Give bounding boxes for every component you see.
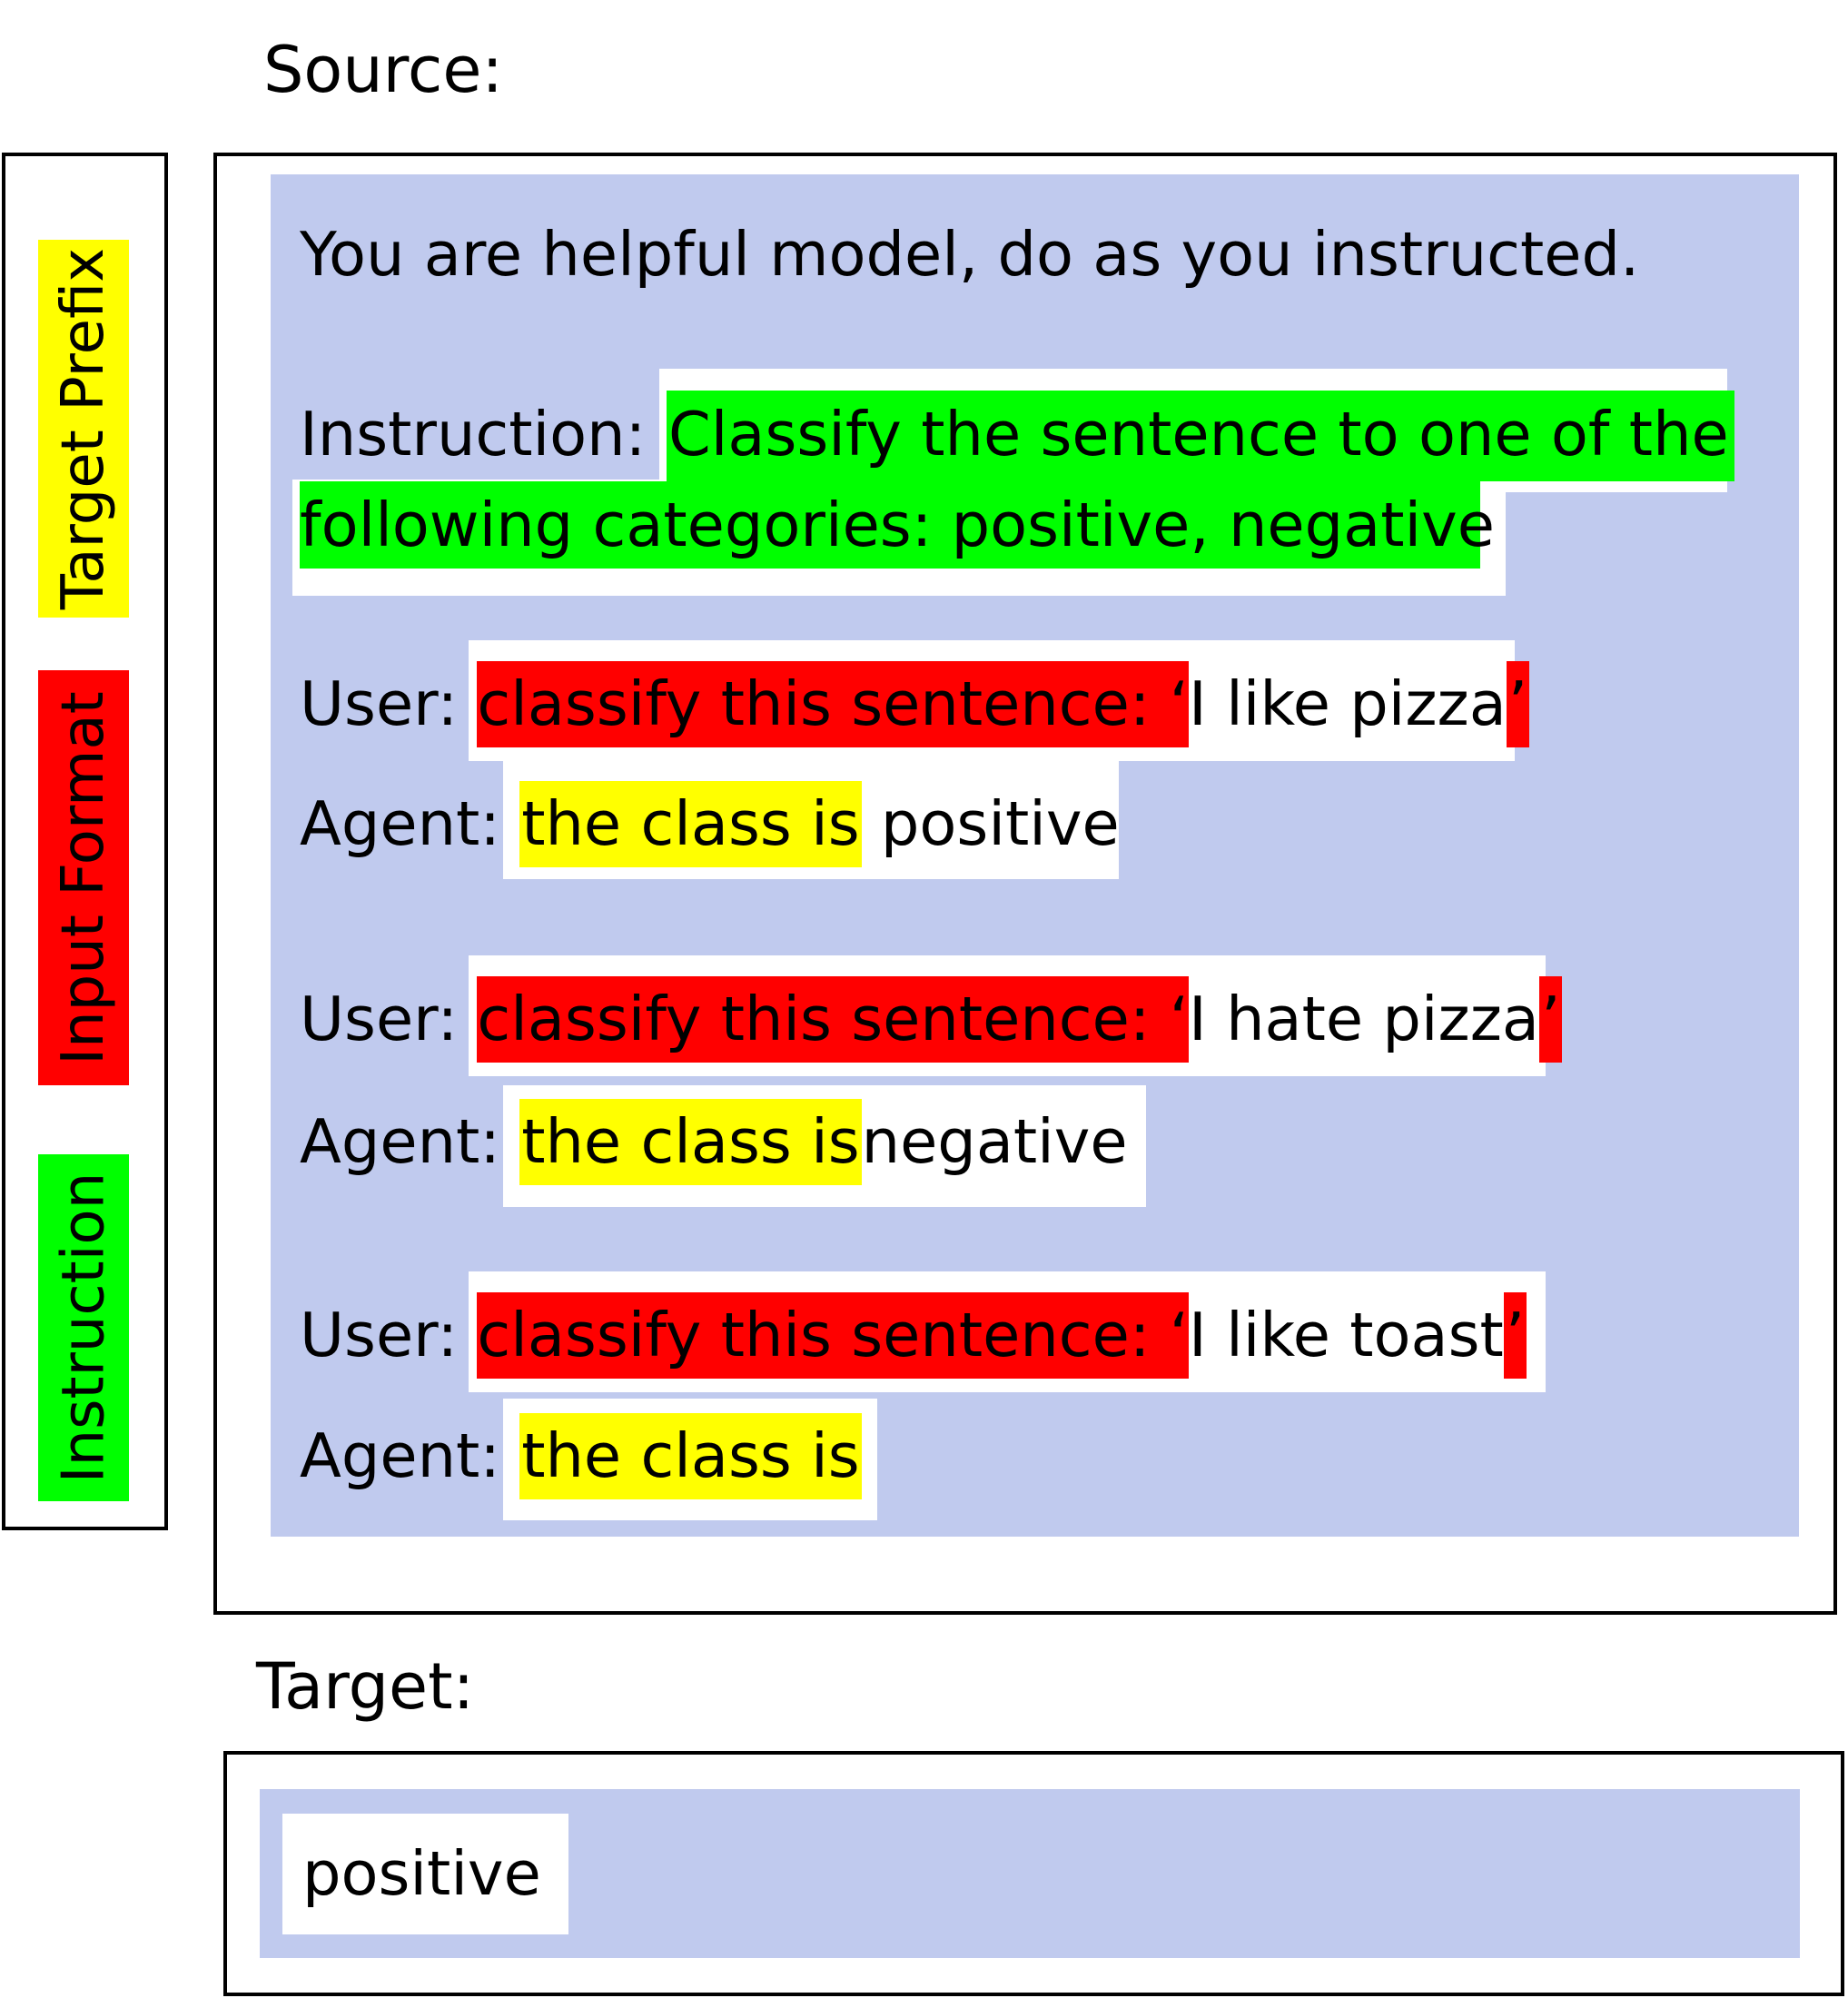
example-3-agent-target-prefix: the class is [519,1412,862,1499]
example-2-agent-line: Agent: the class is negative [300,1096,1128,1187]
example-3-user-text: I like toast [1189,1299,1504,1370]
example-1-user-close: ’ [1506,660,1530,747]
example-2-user-prefix: User: [300,983,478,1054]
target-answer-box [282,1814,568,1934]
example-2-user-line: User: classify this sentence: ‘ I hate p… [300,974,1563,1064]
example-2-user-text: I hate pizza [1189,983,1539,1054]
instruction-prefix: Instruction: [300,399,666,470]
example-2-agent-prefix: Agent: [300,1105,520,1177]
example-3-user-prefix: User: [300,1299,478,1370]
instruction-text-line2: following categories: positive, negative [300,490,1495,560]
example-1-agent-prefix: Agent: [300,787,520,859]
system-prompt: You are helpful model, do as you instruc… [300,219,1640,290]
legend-instruction-label: Instruction [50,1172,117,1484]
example-3-agent-prefix: Agent: [300,1419,520,1491]
instruction-highlight-line2 [300,481,1480,569]
legend-instruction: Instruction [38,1154,129,1501]
example-1-user-text: I like pizza [1189,668,1507,739]
legend-target-prefix-label: Target Prefix [50,247,117,610]
legend-box: Target Prefix Input Format Instruction [2,153,168,1530]
example-3-agent-line: Agent: the class is [300,1410,862,1501]
legend-target-prefix: Target Prefix [38,240,129,618]
instruction-highlight-line1 [667,391,1734,481]
example-2-agent-answer: negative [861,1105,1128,1177]
example-2-user-format: classify this sentence: ‘ [477,975,1190,1063]
example-3-user-format: classify this sentence: ‘ [477,1291,1190,1379]
example-1-agent-answer: positive [861,787,1120,859]
example-1-agent-line: Agent: the class is positive [300,778,1120,869]
example-1-agent-target-prefix: the class is [519,780,862,867]
instruction-text-line1: Classify the sentence to one of the [668,399,1729,470]
example-1-user-prefix: User: [300,668,478,739]
legend-input-format-label: Input Format [50,690,117,1065]
example-1-user-format: classify this sentence: ‘ [477,660,1190,747]
target-label: Target: [256,1649,475,1724]
target-answer: positive [302,1838,541,1909]
example-1-user-line: User: classify this sentence: ‘ I like p… [300,658,1530,749]
legend-input-format: Input Format [38,670,129,1085]
example-2-user-close: ’ [1538,975,1563,1063]
example-2-agent-target-prefix: the class is [519,1098,862,1185]
example-3-user-line: User: classify this sentence: ‘ I like t… [300,1290,1527,1380]
example-3-user-close: ’ [1503,1291,1527,1379]
source-label: Source: [263,33,504,107]
